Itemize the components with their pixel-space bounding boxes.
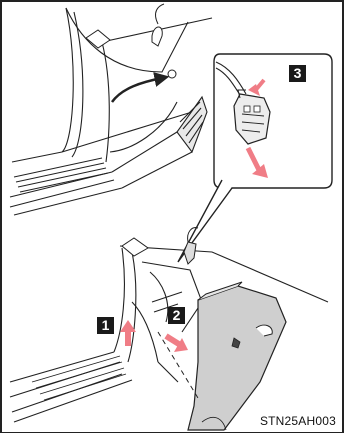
- step-2-badge: 2: [168, 307, 185, 324]
- top-door-scene: [10, 8, 212, 215]
- top-clip: [86, 4, 176, 78]
- connector-callout: [178, 54, 332, 262]
- figure-code: STN25AH003: [260, 414, 336, 428]
- kick-panel-cover: [188, 282, 286, 430]
- top-sill-stripes: [14, 158, 108, 192]
- step-3-badge: 3: [289, 65, 306, 82]
- step-1-badge: 1: [97, 317, 114, 334]
- top-direction-arrow: [112, 78, 162, 102]
